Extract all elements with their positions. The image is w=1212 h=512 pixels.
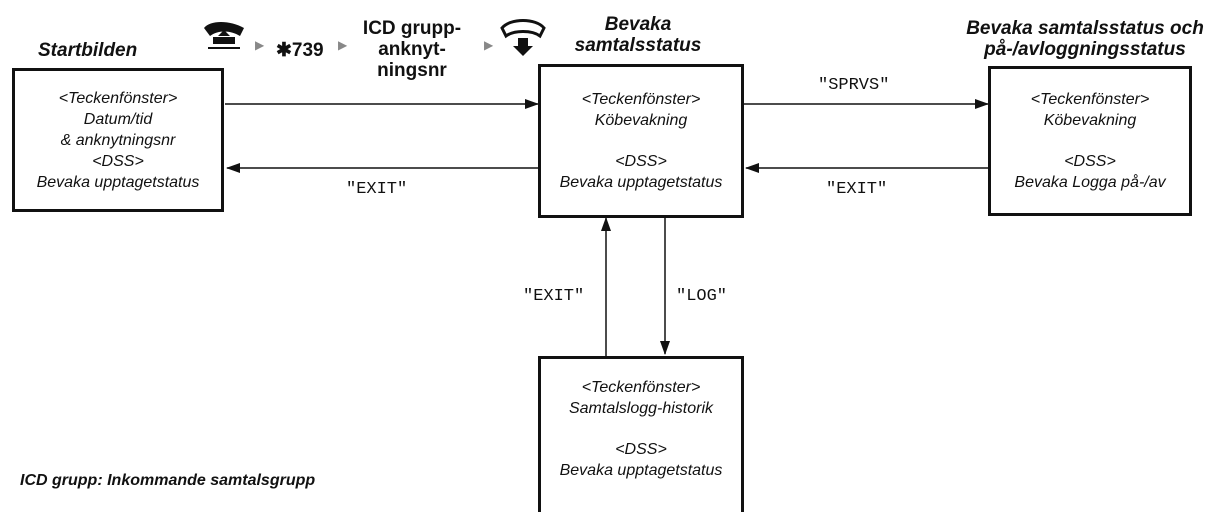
arrow-right-icon: ▶ (338, 38, 348, 52)
title-start: Startbilden (38, 40, 138, 61)
label-exit-right: "EXIT" (826, 180, 888, 199)
label-exit-left: "EXIT" (346, 180, 408, 199)
title-watch-call: Bevaka samtalsstatus (574, 14, 702, 56)
group-extension-label: ICD grupp- anknyt- ningsnr (362, 18, 462, 81)
feature-code: ✱739 (276, 40, 324, 61)
label-log: "LOG" (676, 287, 728, 306)
box-start-screen: <Teckenfönster> Datum/tid & anknytningsn… (12, 68, 224, 212)
footnote: ICD grupp: Inkommande samtalsgrupp (20, 472, 316, 489)
box-call-log: <Teckenfönster> Samtalslogg-historik <DS… (538, 356, 744, 512)
asterisk-icon: ✱ (276, 40, 292, 61)
label-sprvs: "SPRVS" (818, 76, 890, 95)
phone-offhook-icon (196, 18, 252, 58)
phone-onhook-icon (498, 16, 548, 62)
label-exit-up: "EXIT" (523, 287, 585, 306)
arrow-right-icon: ▶ (484, 38, 494, 52)
box-queue-monitor: <Teckenfönster> Köbevakning <DSS> Bevaka… (538, 64, 744, 218)
title-watch-login: Bevaka samtalsstatus och på-/avloggnings… (966, 18, 1204, 60)
box-login-monitor: <Teckenfönster> Köbevakning <DSS> Bevaka… (988, 66, 1192, 216)
arrow-right-icon: ▶ (255, 38, 265, 52)
